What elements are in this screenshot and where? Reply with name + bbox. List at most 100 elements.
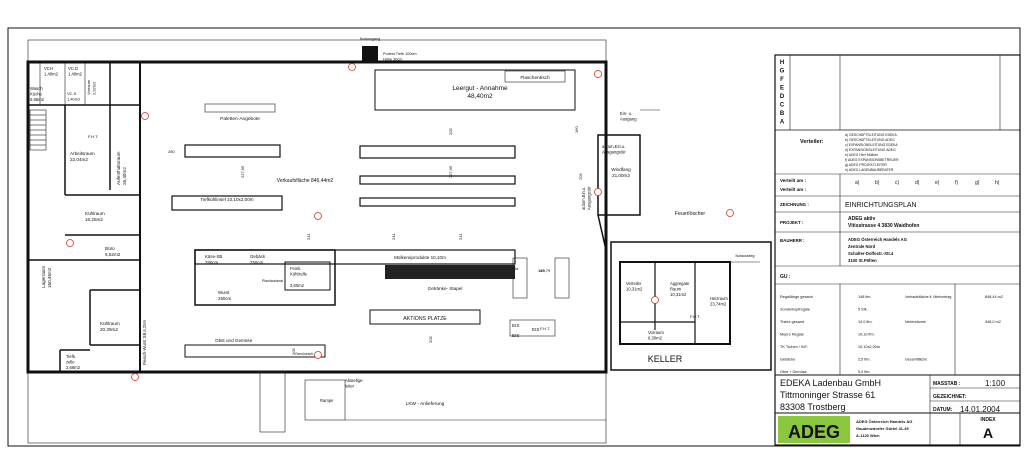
verteilt-col: g) (975, 180, 980, 186)
projekt-line: ADEG aktiv (848, 216, 875, 222)
room-label-windfang: Windfang (611, 167, 631, 172)
room-label-aktions: AKTIONS PLATZE (403, 316, 447, 322)
adeg-address-line: ADEG Österreich Handels AG (856, 419, 912, 424)
room-label-fleisch: Fleisch-Wurst SB 6,25m (142, 319, 147, 365)
room-label-feink: Feink. (290, 266, 301, 271)
room-label-keller: KELLER (648, 354, 683, 364)
notausgang-block (362, 46, 378, 62)
room-label-vorraum: Vorraum (86, 79, 91, 95)
room-label-wasch_a: 5,95m2 (30, 97, 45, 102)
stat-key: Obst + Gemüse (780, 370, 807, 374)
room-label-vcs: VC.S (67, 91, 77, 96)
misc-label: EIS (512, 323, 519, 328)
verteilt-col: d) (915, 180, 920, 186)
room-label-podest: Podest Tiefe 100cm (383, 52, 417, 56)
verteiler-item: a) GESCHÄFTSLEITUNG EDEKA (845, 133, 898, 137)
room-area-aufenthalt: 26,40m2 (122, 167, 127, 185)
keller-frame (610, 241, 772, 371)
verteilt-col: h) (995, 180, 1000, 186)
room-label-aggregat_a: 10,31m2 (670, 292, 687, 297)
verteilt-am-label: Verteilt am : (780, 178, 807, 183)
room-area-feink: Kühlzelle (290, 272, 308, 277)
room-label-kuehlraum1: Kühlraum (85, 211, 105, 216)
firma-line: Tittmoninger Strasse 61 (780, 390, 875, 400)
room-area-vcs: 1,40m2 (67, 97, 81, 102)
adeg-address-line: A-1120 Wien (856, 433, 880, 438)
room-label-autoeinb: autom.Ein.u. (581, 186, 586, 210)
dimension-label: 169,79 (538, 268, 551, 273)
dimension-label: 145 (538, 268, 545, 273)
adeg-address-line: Gaudenzdorfer Gürtel 41-45 (856, 426, 909, 431)
dimension-label: 205 (578, 173, 583, 180)
windfang-room (597, 134, 641, 216)
room-label-vch: VCH (44, 66, 53, 71)
room-label-abstell: Abstellge- (345, 378, 364, 383)
room-area-wurst: 250cm (218, 296, 232, 301)
room-area-podest: Höhe 30cm (383, 57, 402, 61)
misc-label: F.H.T. (690, 314, 700, 319)
room-area-autoein: Ausgangstür (602, 150, 626, 155)
room-label-gebaeck: Gebäck (250, 254, 266, 259)
dimension-label: 205 (428, 336, 433, 343)
verteilt-am-label-2: Verteilt am : (780, 187, 807, 192)
room-area-buero: 6,52m2 (105, 252, 121, 257)
stat-value2: 348,0 m2 (985, 320, 1001, 324)
room-label-lkw: LKW - Anlieferung (406, 401, 445, 407)
room-label-paletten: Paletten-Angebote (220, 116, 260, 122)
stat-value: 10,0 lfm. (858, 320, 873, 324)
room-area-gebaeck: 250cm (250, 260, 264, 265)
dimension-label: 205 (448, 128, 453, 135)
stat-key2: Nebenräume (905, 320, 926, 324)
room-label-wurst: Wurst (218, 290, 230, 295)
room-label-getraenke: Getränke- Stapel (428, 286, 463, 291)
keller-building (619, 261, 731, 345)
room-area-vorraum_k: 6,30m2 (648, 336, 663, 341)
projekt-line: Vitisstrasse 4 3830 Waidhofen (848, 223, 919, 229)
room-label-vcd: VC.D (68, 66, 78, 71)
room-area-aggregat: Raum (670, 287, 682, 292)
stat-key2: Gesamtfläche (905, 358, 927, 362)
zeichnung-value: EINRICHTUNGSPLAN (845, 202, 917, 209)
stat-value: 5 Stk. (858, 308, 868, 312)
stat-key: Theke gesamt (780, 320, 805, 324)
revision-letter: D (780, 94, 785, 100)
dimension-label: 241 (458, 233, 463, 240)
room-label-kaese: Käse-SB (205, 254, 222, 259)
gezeichnet-label: GEZEICHNET: (933, 394, 967, 400)
verteiler-item: h) ADEG LADENBAUBERATER (845, 168, 894, 172)
room-label-vorraum_k: Vorraum (648, 330, 664, 335)
service-counter (194, 249, 336, 306)
plan-labels: VCH1,40m2VC.D1,40m2WaschKüche5,95m2VC.S1… (30, 37, 754, 407)
room-area-wasch: Küche (30, 92, 43, 97)
room-label-autoein: autom.Ein.u. (602, 144, 626, 149)
dimension-label: 241 (306, 233, 311, 240)
stat-value: 2,5 lfm. (858, 358, 870, 362)
bauherr-line: ADEG Österreich Handels AG (848, 237, 907, 242)
verteiler-item: e) ADEG Herr Müllner (845, 153, 879, 157)
misc-label: Gemüsesch. (295, 352, 314, 356)
revision-letter: H (780, 60, 784, 66)
firma-line: EDEKA Ladenbau GmbH (780, 378, 881, 388)
misc-label: Pfandautomat (262, 279, 283, 283)
room-label-kuehlraum2: Kühlraum (100, 321, 120, 326)
stat-value2: 848,44 m2 (985, 295, 1003, 299)
verteiler-item: d) EXPANSIONSLEITUNG ADEG (845, 148, 896, 152)
misc-label: EIS (512, 333, 519, 338)
revision-letter: B (780, 111, 785, 117)
dimension-label: 227,95 (240, 165, 245, 178)
room-label-obst: Obst und Gemüse (215, 338, 253, 343)
verteilt-col: c) (895, 180, 900, 186)
index-label: INDEX (980, 417, 996, 423)
dimension-label: 227,95 (448, 165, 453, 178)
revision-letter: F (780, 77, 784, 83)
room-label-heizraum: Heizraum (710, 296, 728, 301)
gu-label: GU : (780, 274, 791, 280)
room-label-notausstieg: Notausstieg (736, 254, 755, 258)
bauherr-line: Zentrale Nord (848, 244, 876, 249)
room-label-flaschentisch: Flaschentisch (520, 75, 550, 81)
verteilt-col: e) (935, 180, 940, 186)
zeichnung-label: ZEICHNUNG : (780, 202, 809, 207)
verteiler-item: f) ADEG EXPANSIONSBETREUER (845, 158, 899, 162)
room-area-kaese: 250cm (205, 260, 219, 265)
